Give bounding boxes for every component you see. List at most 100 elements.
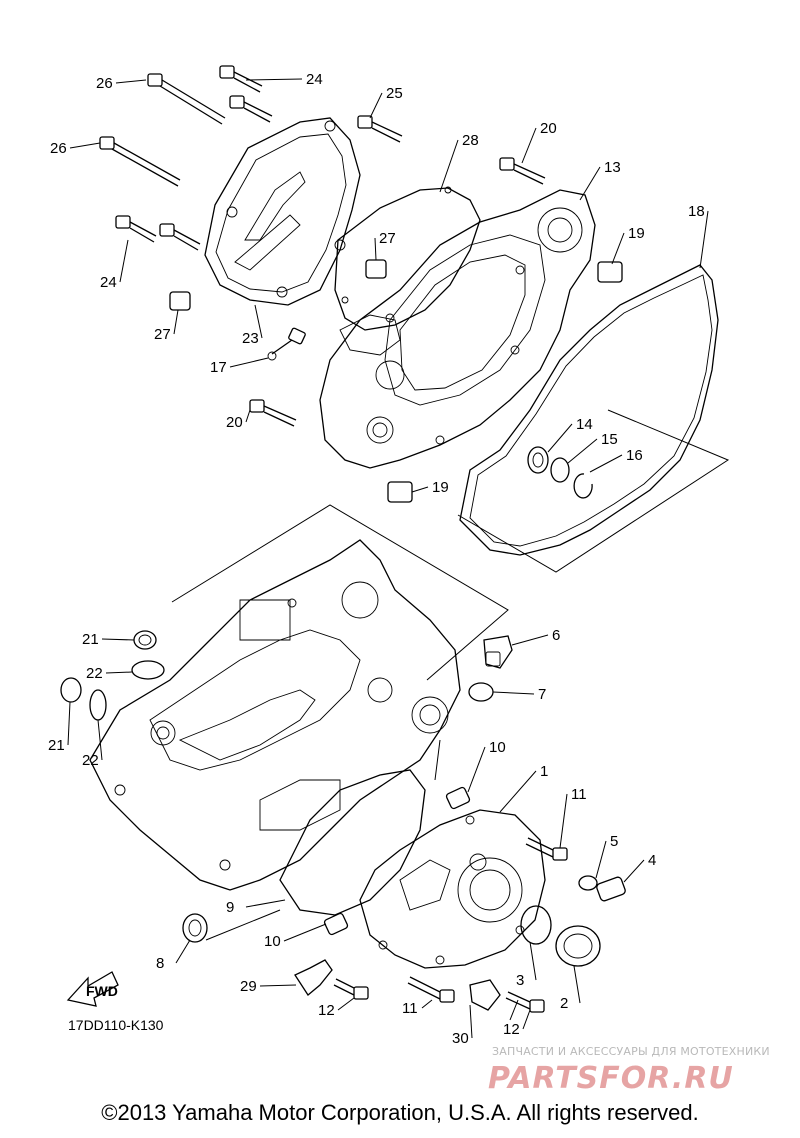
callout-19: 19 [432,479,449,496]
copyright-notice: ©2013 Yamaha Motor Corporation, U.S.A. A… [101,1100,699,1125]
leader-line-26 [115,79,147,84]
callout-15: 15 [601,431,618,448]
cap-2 [555,925,601,967]
bolt-12-right [505,991,545,1013]
callout-25: 25 [386,85,403,102]
gasket-18 [459,264,719,556]
leader-line-1 [499,770,537,813]
callout-28: 28 [462,132,479,149]
leader-line-12 [522,1009,531,1030]
callout-20: 20 [540,120,557,137]
dowel-19-lower [387,481,413,503]
callout-30: 30 [452,1030,469,1047]
leader-line-4 [623,859,645,883]
leader-line-25 [369,92,383,119]
callout-22: 22 [82,752,99,769]
callout-18: 18 [688,203,705,220]
leader-line-19 [411,486,429,493]
bolt-24-b [229,95,273,123]
watermark-logo: PARTSFOR.RU [488,1061,734,1096]
leader-line-24 [119,239,129,283]
callout-14: 14 [576,416,593,433]
callout-27: 27 [154,326,171,343]
crankcase [89,539,461,891]
leader-line-13 [579,166,601,201]
leader-line-28 [439,139,459,193]
callout-10: 10 [264,933,281,950]
callout-17: 17 [210,359,227,376]
plug-6 [483,635,513,669]
callout-21: 21 [48,737,65,754]
leader-line-20 [521,127,537,164]
bolt-24-a [219,65,263,93]
callout-11: 11 [402,1000,418,1017]
leader-line-17 [229,357,269,368]
leader-lines [67,78,709,1039]
leader-line-9 [245,899,286,908]
leader-line-24 [245,78,303,81]
leader-line-20 [245,409,251,423]
gasket-28 [334,186,481,331]
bolt-26-lower [99,136,181,187]
callout-29: 29 [240,978,257,995]
leader-line-14 [547,423,573,453]
leader-line-11 [559,793,568,849]
leader-line-30 [469,1004,473,1039]
callout-12: 12 [503,1021,520,1038]
watermark-tagline: ЗАПЧАСТИ И АКСЕССУАРЫ ДЛЯ МОТОТЕХНИКИ [492,1045,770,1058]
collar-21-upper [133,630,157,650]
crankcase-cover-13 [319,189,596,469]
o-ring-22-lower [89,689,107,721]
leader-line-11 [421,999,433,1009]
callout-24: 24 [100,274,117,291]
callout-6: 6 [552,627,560,644]
callout-16: 16 [626,447,643,464]
bolt-25 [357,115,403,143]
leader-line-10 [283,923,327,942]
clutch-cover-23 [204,117,361,306]
leader-line-8 [175,939,191,964]
callout-21: 21 [82,631,99,648]
fwd-arrow-icon: FWD [66,971,119,1007]
fwd-label: FWD [86,983,118,999]
callout-9: 9 [226,899,234,916]
clamp-30 [469,979,501,1011]
leader-line-7 [492,691,535,695]
dowel-10-lower [323,912,349,936]
washer-5 [578,875,598,891]
callout-20: 20 [226,414,243,431]
circlip-16 [573,473,593,499]
collar-21-lower [60,677,82,703]
callout-26: 26 [50,140,67,157]
callout-23: 23 [242,330,259,347]
oil-seal-8 [182,913,208,943]
leader-line-10 [467,746,486,793]
leader-line-23 [254,304,263,339]
callout-19: 19 [628,225,645,242]
bolt-24-c [115,215,157,243]
magneto-cover-1 [359,809,546,969]
gasket-9 [279,769,426,916]
callout-13: 13 [604,159,621,176]
dowel-27-upper [365,259,387,279]
dowel-27-lower [169,291,191,311]
leader-line-16 [589,454,623,473]
leader-line-3 [529,941,537,981]
leader-line-21 [101,638,135,641]
callout-24: 24 [306,71,323,88]
bolt-24-d [159,223,201,251]
dowel-10-upper [445,786,471,810]
leader-line-6 [511,634,549,646]
o-ring-7 [468,682,494,702]
leader-line-22 [97,719,103,761]
dowel-19-upper [597,261,623,283]
callout-11: 11 [571,786,587,803]
leader-line-21 [67,701,71,746]
callout-5: 5 [610,833,618,850]
clamp-29 [294,959,333,996]
bolt-11-lower [407,976,455,1003]
bolt-26-upper [147,73,226,125]
drawing-code: 17DD110-K130 [68,1017,164,1033]
